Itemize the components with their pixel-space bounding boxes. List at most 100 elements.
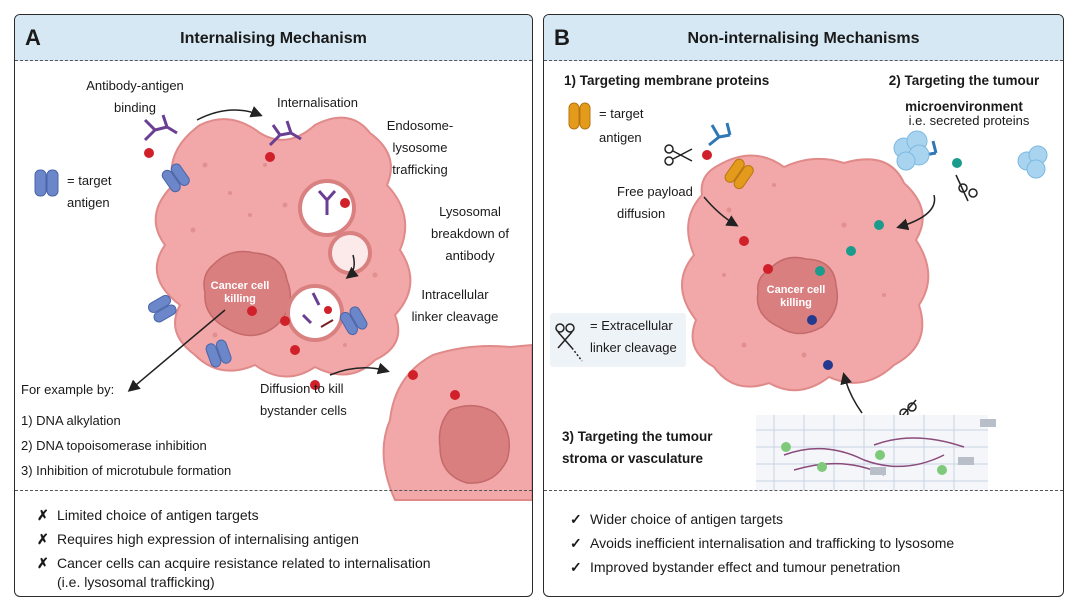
label-free-payload: Free payload diffusion	[617, 184, 693, 222]
label-cancer-cell-a-line-2: killing	[224, 293, 256, 305]
panel-b-bullet-2: ✓ Avoids inefficient internalisation and …	[570, 535, 954, 552]
example-1: 1) DNA alkylation	[21, 413, 121, 428]
arrow-trafficking	[345, 254, 359, 279]
label-target-antigen-b-line-1: = target	[599, 106, 644, 121]
lysosome	[286, 284, 344, 342]
label-membrane: 1) Targeting membrane proteins	[564, 73, 770, 88]
extracellular-legend-box	[550, 313, 686, 367]
arrow-free-payload	[703, 196, 739, 227]
panel-b-title: Non-internalising Mechanisms	[687, 30, 920, 47]
label-cancer-cell-killing-b: Cancer cell killing	[751, 284, 841, 310]
cross-icon: ✗	[37, 531, 49, 547]
label-diffusion-line-1: Diffusion to kill	[260, 381, 344, 396]
label-secreted: i.e. secreted proteins	[908, 113, 1030, 128]
label-tumour-micro: 2) Targeting the tumour microenvironment	[869, 73, 1059, 115]
label-stroma-line-2: stroma or vasculature	[562, 451, 704, 466]
bullet-text: Improved bystander effect and tumour pen…	[590, 559, 901, 575]
cell-dots	[190, 162, 378, 347]
example-2: 2) DNA topoisomerase inhibition	[21, 438, 207, 453]
label-intracellular-line-2: linker cleavage	[411, 309, 499, 324]
panel-b-divider	[544, 490, 1063, 491]
internalising-illustration	[34, 106, 532, 501]
label-target-antigen-a-line-2: antigen	[67, 195, 110, 210]
label-extracellular: = Extracellular linker cleavage	[590, 318, 677, 356]
panel-internalising: A Internalising Mechanism	[14, 14, 533, 597]
bullet-text: Limited choice of antigen targets	[57, 507, 259, 523]
secreted-protein-icon	[893, 130, 1048, 179]
panel-b-bullet-1: ✓ Wider choice of antigen targets	[570, 511, 783, 528]
check-icon: ✓	[570, 535, 582, 551]
lysosome-bud	[328, 231, 372, 275]
label-stroma-line-1: 3) Targeting the tumour	[562, 429, 713, 444]
antibodies	[143, 114, 302, 147]
legend-scissors-icon	[555, 323, 583, 362]
panel-a-letter: A	[25, 25, 41, 50]
label-free-payload-line-1: Free payload	[617, 184, 693, 199]
label-tumour-micro-line-2: microenvironment	[905, 99, 1023, 114]
cell-dots	[722, 183, 886, 358]
label-target-antigen-b-line-2: antigen	[599, 130, 642, 145]
nucleus	[756, 256, 839, 335]
panel-b-bullet-3: ✓ Improved bystander effect and tumour pe…	[570, 559, 900, 576]
membrane-antigens	[147, 163, 368, 368]
stroma-vasculature	[756, 415, 996, 490]
panel-a-bullet-2: ✗ Requires high expression of internalisi…	[37, 531, 359, 548]
label-free-payload-line-2: diffusion	[617, 206, 666, 221]
endosome-antibody	[317, 190, 337, 215]
panel-a-divider	[15, 490, 532, 491]
bystander-nucleus	[438, 404, 510, 484]
panel-a-header: A Internalising Mechanism	[15, 15, 532, 61]
label-binding-line-2: binding	[114, 100, 156, 115]
bullet-text: Cancer cells can acquire resistance rela…	[57, 555, 431, 571]
label-lysosomal-line-1: Lysosomal	[439, 204, 501, 219]
non-internalising-illustration	[550, 102, 1048, 490]
arrow-diffusion	[329, 362, 390, 376]
nucleus	[203, 250, 292, 337]
arrow-killing	[127, 309, 226, 392]
label-lysosomal-line-2: breakdown of	[430, 226, 510, 241]
bullet-text: Requires high expression of internalisin…	[57, 531, 359, 547]
label-endosome-line-1: Endosome-	[386, 118, 454, 133]
label-lysosomal: Lysosomal breakdown of antibody	[420, 204, 520, 264]
bullet-text: Wider choice of antigen targets	[590, 511, 783, 527]
label-diffusion: Diffusion to kill bystander cells	[260, 381, 347, 419]
label-lysosomal-line-3: antibody	[445, 248, 495, 263]
antigen-legend-icon	[34, 169, 59, 197]
label-intracellular-line-1: Intracellular	[421, 287, 489, 302]
label-target-antigen-a: = target antigen	[67, 173, 111, 211]
orange-antigen-legend-icon	[568, 102, 591, 130]
label-extracellular-line-1: = Extracellular	[590, 318, 673, 333]
bullet-text: Avoids inefficient internalisation and t…	[590, 535, 955, 551]
label-cancer-cell-b-line-1: Cancer cell	[766, 284, 826, 296]
label-diffusion-line-2: bystander cells	[260, 403, 347, 418]
label-stroma: 3) Targeting the tumour stroma or vascul…	[562, 429, 713, 467]
label-endosome-line-3: trafficking	[392, 162, 448, 177]
label-binding-line-1: Antibody-antigen	[86, 78, 184, 93]
example-3: 3) Inhibition of microtubule formation	[21, 463, 232, 478]
label-cancer-cell-a-line-1: Cancer cell	[210, 280, 270, 292]
panel-b-header: B Non-internalising Mechanisms	[544, 15, 1063, 61]
arrow-stroma	[840, 372, 863, 414]
check-icon: ✓	[570, 559, 582, 575]
label-cancer-cell-killing-a: Cancer cell killing	[195, 280, 285, 306]
antibody-fragments	[301, 292, 321, 325]
label-target-antigen-a-line-1: = target	[67, 173, 112, 188]
panel-a-bullet-1: ✗Limited choice of antigen targets	[37, 507, 259, 524]
label-tumour-micro-line-1: 2) Targeting the tumour	[888, 73, 1040, 88]
cross-icon: ✗	[37, 555, 49, 571]
panel-a-title: Internalising Mechanism	[180, 30, 367, 47]
examples-heading: For example by:	[21, 382, 115, 397]
panel-a-bullet-3-continuation: (i.e. lysosomal trafficking)	[57, 574, 215, 590]
label-endosome: Endosome- lysosome trafficking	[370, 118, 470, 178]
orange-membrane-antigen	[724, 158, 754, 190]
label-endosome-line-2: lysosome	[392, 140, 448, 155]
label-binding: Antibody-antigen binding	[75, 78, 195, 116]
label-extracellular-line-2: linker cleavage	[590, 340, 677, 355]
payloads	[144, 148, 460, 400]
label-intracellular: Intracellular linker cleavage	[395, 287, 515, 325]
label-target-antigen-b: = target antigen	[599, 106, 643, 146]
panel-b-letter: B	[554, 25, 570, 50]
panel-a-bullet-3: ✗ Cancer cells can acquire resistance rel…	[37, 555, 431, 572]
panel-non-internalising: B Non-internalising Mechanisms	[543, 14, 1064, 597]
check-icon: ✓	[570, 511, 582, 527]
